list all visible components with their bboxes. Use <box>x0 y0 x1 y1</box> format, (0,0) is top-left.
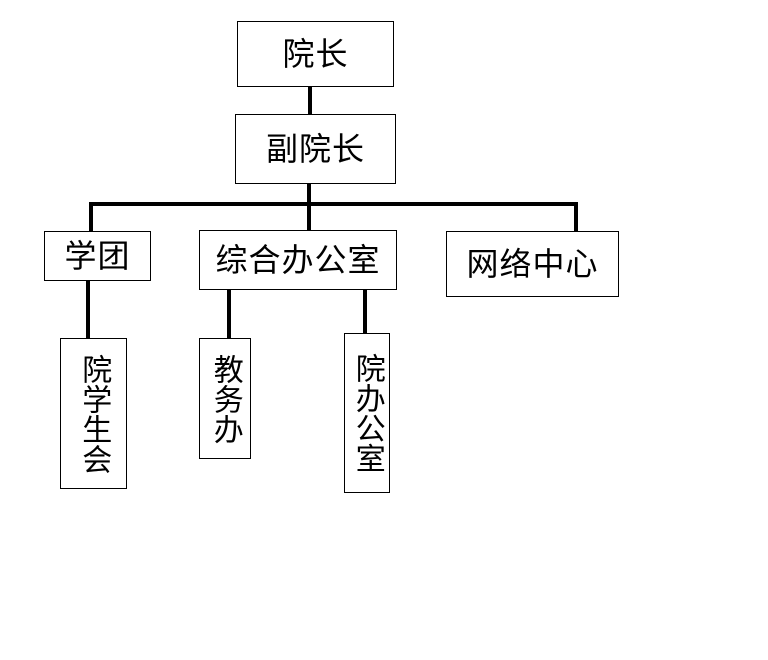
student-union-label: 院学生会 <box>76 353 112 474</box>
student-union-box: 院学生会 <box>60 338 127 489</box>
general-office-label: 综合办公室 <box>215 241 381 279</box>
connector-horizontal-bus <box>89 202 578 206</box>
connector-vice-dean-trunk <box>307 183 311 205</box>
network-center-label: 网络中心 <box>466 245 599 283</box>
youth-league-label: 学团 <box>64 237 131 275</box>
general-office-box: 综合办公室 <box>199 230 397 290</box>
academic-affairs-box: 教务办 <box>199 338 251 459</box>
connector-youth-league-student-union <box>86 280 90 339</box>
vice-dean-label: 副院长 <box>265 130 365 168</box>
connector-drop-network-center <box>574 202 578 231</box>
connector-office-dean-office <box>363 289 367 334</box>
vice-dean-box: 副院长 <box>235 114 396 184</box>
network-center-box: 网络中心 <box>446 231 619 297</box>
connector-drop-general-office <box>307 202 311 231</box>
academic-affairs-label: 教务办 <box>207 353 243 444</box>
dean-label: 院长 <box>282 35 349 73</box>
connector-office-academic-affairs <box>227 289 231 339</box>
dean-office-box: 院办公室 <box>344 333 390 493</box>
connector-drop-youth-league <box>89 202 93 231</box>
dean-office-label: 院办公室 <box>349 353 385 473</box>
connector-dean-vice-dean <box>308 86 312 115</box>
youth-league-box: 学团 <box>44 231 151 281</box>
dean-box: 院长 <box>237 21 394 87</box>
